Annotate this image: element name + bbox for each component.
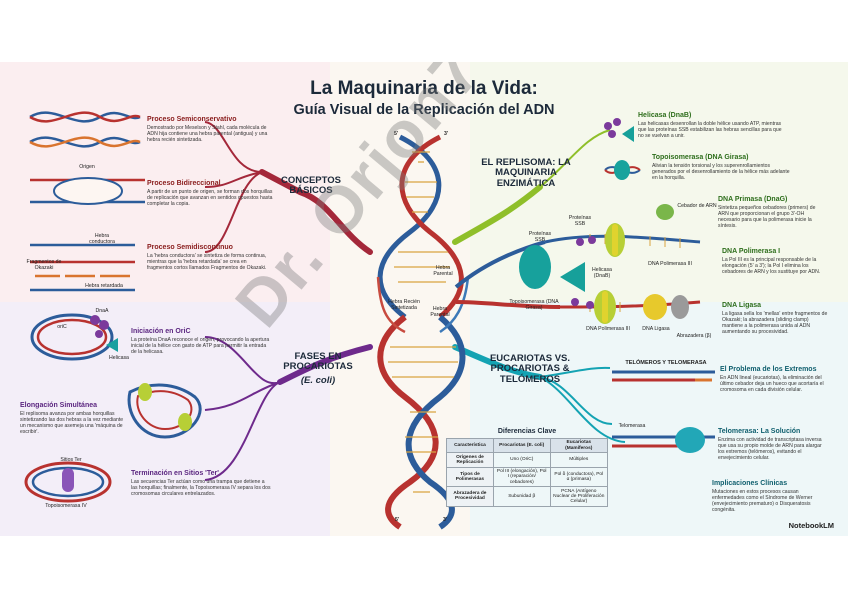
replisome-machinery xyxy=(519,204,701,324)
table-cell: Uno (OriC) xyxy=(492,452,551,468)
label-pol3-top: DNA Polimerasa III xyxy=(648,261,692,267)
label-topo-iv: Topoisomerasa IV xyxy=(45,503,87,509)
enzyme-title-5: DNA Ligasa xyxy=(722,302,762,309)
label-abrazadera: Abrazadera (β) xyxy=(676,333,712,339)
enzyme-title-1: Helicasa (DnaB) xyxy=(638,112,692,119)
telomerase-illustration xyxy=(612,427,715,453)
table-header-cell: Característica xyxy=(446,437,494,454)
prime-5-bottom: 5' xyxy=(394,517,400,523)
telomere-text-1: En ADN lineal (eucariotas), la eliminaci… xyxy=(720,375,824,394)
phase-title-1: Iniciación en OriC xyxy=(131,328,191,335)
enzyme-title-4: DNA Polimerasa I xyxy=(722,248,781,255)
telomere-title-1: El Problema de los Extremos xyxy=(720,366,817,373)
table-cell: Orígenes de Replicación xyxy=(446,452,494,468)
phase-text-2: El replisoma avanza por ambas horquillas… xyxy=(20,411,124,436)
enzyme-text-2: Alivian la tensión torsional y los super… xyxy=(652,163,790,182)
telomere-end-problem-illustration xyxy=(612,370,715,382)
label-fragmentos-okazaki: Fragmentos de Okazaki xyxy=(26,259,62,271)
enzyme-title-3: DNA Primasa (DnaG) xyxy=(718,196,788,203)
concept-text-2: A partir de un punto de origen, se forma… xyxy=(147,189,273,208)
poster: La Maquinaria de la Vida: Guía Visual de… xyxy=(0,62,848,536)
semiconservative-illustration xyxy=(29,111,141,148)
telomere-text-2: Enzima con actividad de transcriptasa in… xyxy=(718,437,822,462)
label-hebra-sintetizada: Hebra Recién Sintetizada xyxy=(388,299,420,311)
table-row: Tipos de Polimerasas Pol III (elongación… xyxy=(446,466,609,488)
branch-replisoma: EL REPLISOMA: LA MAQUINARIA ENZIMÁTICA xyxy=(481,157,571,189)
diff-table-title: Diferencias Clave xyxy=(497,428,557,435)
phase-title-2: Elongación Simultánea xyxy=(20,402,98,409)
enzyme-title-2: Topoisomerasa (DNA Girasa) xyxy=(652,154,749,161)
table-row: Abrazadera de Procesividad Subunidad β P… xyxy=(446,486,609,507)
table-cell: Múltiples xyxy=(549,452,609,468)
prime-5-top: 5' xyxy=(393,131,399,137)
branch-line-replisoma xyxy=(452,184,543,245)
table-header-cell: Eucariotas (Mamíferos) xyxy=(549,437,609,454)
topoisomerase-shape xyxy=(519,245,551,289)
small-icons-replisome xyxy=(604,118,641,180)
telomere-title-3: Implicaciones Clínicas xyxy=(712,480,788,487)
concept-title-1: Proceso Semiconservativo xyxy=(147,116,237,123)
label-oric: oriC xyxy=(57,324,67,330)
branch-line-conceptos xyxy=(259,169,373,255)
bg-bottom-left xyxy=(0,302,330,536)
termination-illustration xyxy=(24,461,112,503)
table-cell: PCNA (Antígeno Nuclear de Proliferación … xyxy=(549,486,609,507)
label-hebra-conductora: Hebra conductora xyxy=(89,233,115,245)
label-proteinas-ssb-1: Proteínas SSB xyxy=(528,231,552,243)
table-cell: Abrazadera de Procesividad xyxy=(446,486,494,507)
phase-text-1: La proteína DnaA reconoce el origen, pro… xyxy=(131,337,270,356)
branch-conceptos: CONCEPTOS BÁSICOS xyxy=(280,175,341,197)
prime-3-bottom: 3' xyxy=(442,517,448,523)
concept-title-2: Proceso Bidireccional xyxy=(147,180,221,187)
label-pol3-bottom: DNA Polimerasa III xyxy=(586,326,630,332)
oric-illustration xyxy=(30,313,118,361)
table-cell: Pol δ (conductora), Pol α (primasa) xyxy=(549,466,609,488)
label-helicasa-dnab: Helicasa (DnaB) xyxy=(592,267,612,279)
main-subtitle: Guía Visual de la Replicación del ADN xyxy=(293,102,555,118)
branch-fases: FASES EN PROCARIOTAS xyxy=(283,351,353,373)
branch-eucariotas: EUCARIOTAS VS. PROCARIOTAS & TELÓMEROS xyxy=(489,353,571,385)
main-title: La Maquinaria de la Vida: xyxy=(310,78,538,99)
label-topo-girasa: Topoisomerasa (DNA Girasa) xyxy=(509,299,559,311)
helicase-shape xyxy=(560,262,585,292)
bidirectional-illustration xyxy=(30,177,145,205)
label-hebra-parental-1: Hebra Parental xyxy=(433,265,453,277)
phase-title-3: Terminación en Sitios 'Ter' xyxy=(131,470,219,477)
label-dnaa: DnaA xyxy=(95,308,109,314)
elongation-illustration xyxy=(127,383,202,439)
semidiscontinuous-illustration xyxy=(30,243,135,292)
enzyme-text-5: La ligasa sella los 'mellas' entre fragm… xyxy=(722,311,828,336)
table-cell: Pol III (elongación), Pol I (reparación/… xyxy=(492,466,551,488)
table-cell: Subunidad β xyxy=(492,486,551,507)
phase-text-3: Las secuencias Ter actúan como una tramp… xyxy=(131,479,271,498)
enzyme-text-1: Las helicasas desenrollan la doble hélic… xyxy=(638,121,782,140)
concept-text-3: La 'hebra conductora' se sintetiza de fo… xyxy=(147,253,267,272)
notebooklm-logo: NotebookLM xyxy=(788,521,834,530)
label-hebra-retardada: Hebra retardada xyxy=(85,283,123,289)
diff-table: Característica Procariotas (E. coli) Euc… xyxy=(446,437,609,507)
prime-3-top: 3' xyxy=(443,131,449,137)
telomere-text-3: Mutaciones en estos procesos causan enfe… xyxy=(712,489,813,514)
concept-title-3: Proceso Semidiscontinuo xyxy=(147,244,233,251)
enzyme-text-4: La Pol III es la principal responsable d… xyxy=(722,257,821,276)
table-cell: Tipos de Polimerasas xyxy=(446,466,494,488)
enzyme-text-3: Sintetiza pequeños cebadores (primers) d… xyxy=(718,205,816,230)
replication-illustration xyxy=(24,111,715,530)
label-helicasa-left: Helicasa xyxy=(109,355,129,361)
label-hebra-parental-2: Hebra Parental xyxy=(430,306,450,318)
label-dna-ligasa: DNA Ligasa xyxy=(642,326,670,332)
table-header-row: Característica Procariotas (E. coli) Euc… xyxy=(446,437,609,454)
label-sitios-ter: Sitios Ter xyxy=(60,457,82,463)
label-telomerasa: Telomerasa xyxy=(618,423,646,429)
label-origen: Origen xyxy=(79,164,95,170)
telomere-title-2: Telomerasa: La Solución xyxy=(718,428,801,435)
label-telomeros-telomerasa: TELÓMEROS Y TELOMERASA xyxy=(625,360,707,366)
label-cebador-arn: Cebador de ARN xyxy=(677,203,717,209)
table-header-cell: Procariotas (E. coli) xyxy=(492,437,551,454)
label-proteinas-ssb-2: Proteínas SSB xyxy=(568,215,592,227)
branch-fases-sub: (E. coli) xyxy=(300,375,336,386)
branch-line-fases xyxy=(277,344,373,385)
table-row: Orígenes de Replicación Uno (OriC) Múlti… xyxy=(446,452,609,468)
concept-text-1: Demostrado por Meselson y Stahl, cada mo… xyxy=(147,125,268,144)
